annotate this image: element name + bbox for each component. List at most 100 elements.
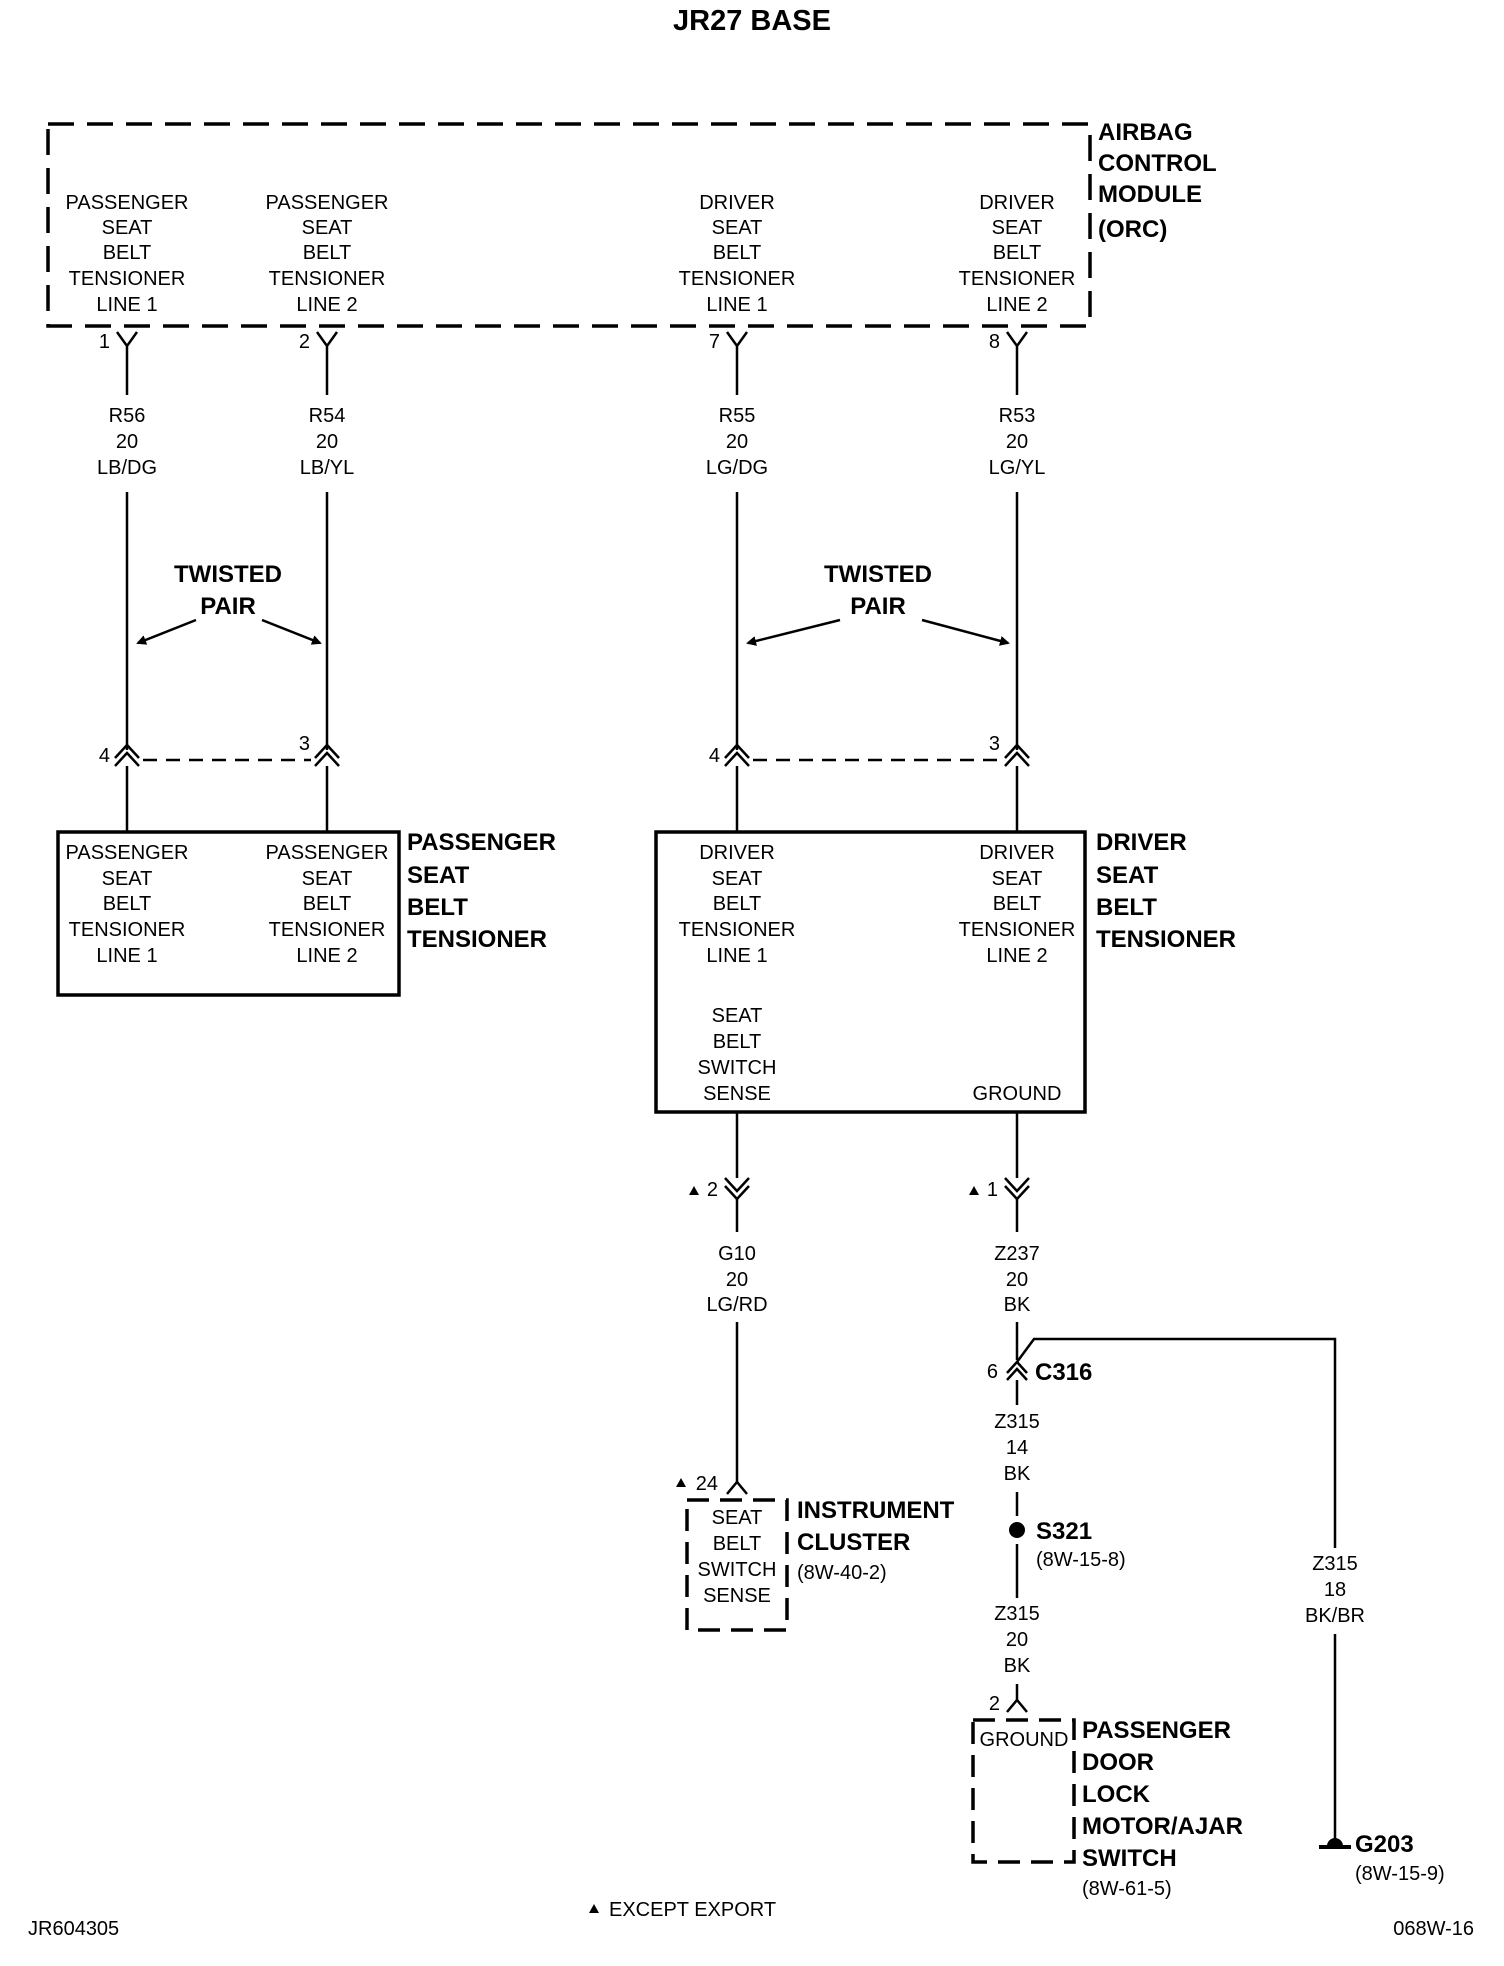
svg-text:2: 2 (299, 331, 310, 353)
footer-page-id: 068W-16 (1393, 1918, 1474, 1940)
instrument-cluster-name: INSTRUMENT CLUSTER (8W-40-2) (797, 1497, 955, 1584)
svg-text:Z237: Z237 (994, 1243, 1040, 1265)
svg-text:4: 4 (99, 745, 110, 767)
svg-text:S321: S321 (1036, 1518, 1092, 1545)
instrument-cluster-pin-24: 24 (676, 1473, 748, 1495)
svg-text:TENSIONER: TENSIONER (69, 919, 186, 941)
svg-text:LINE 2: LINE 2 (296, 294, 357, 316)
svg-text:Z315: Z315 (994, 1603, 1040, 1625)
svg-text:PASSENGER: PASSENGER (66, 842, 189, 864)
svg-text:BELT: BELT (407, 894, 468, 921)
except-export-triangle-icon (589, 1904, 599, 1913)
svg-text:BELT: BELT (713, 893, 762, 915)
diagram-title: JR27 BASE (673, 5, 831, 37)
svg-text:SEAT: SEAT (712, 1005, 763, 1027)
passenger-tensioner-name: PASSENGER SEAT BELT TENSIONER (407, 829, 556, 953)
svg-text:18: 18 (1324, 1579, 1346, 1601)
svg-text:TENSIONER: TENSIONER (407, 926, 547, 953)
svg-text:PAIR: PAIR (850, 593, 906, 620)
svg-text:TENSIONER: TENSIONER (69, 268, 186, 290)
door-lock-name: PASSENGER DOOR LOCK MOTOR/AJAR SWITCH (8… (1082, 1717, 1243, 1900)
svg-text:BELT: BELT (713, 242, 762, 264)
driver-tensioner-terminal-line-2: DRIVER SEAT BELT TENSIONER LINE 2 (959, 842, 1076, 967)
wire-label-z237: Z237 20 BK (994, 1243, 1040, 1316)
svg-text:(8W-15-9): (8W-15-9) (1355, 1863, 1445, 1885)
svg-text:PASSENGER: PASSENGER (407, 829, 556, 856)
ground-g203-icon (1319, 1838, 1351, 1849)
passenger-tensioner-pin-4: 4 (99, 743, 140, 767)
svg-text:CONTROL: CONTROL (1098, 150, 1217, 177)
svg-text:SWITCH: SWITCH (1082, 1845, 1177, 1872)
svg-text:Z315: Z315 (994, 1411, 1040, 1433)
svg-text:2: 2 (989, 1693, 1000, 1715)
svg-text:8: 8 (989, 331, 1000, 353)
orc-terminal-passenger-line-2: PASSENGER SEAT BELT TENSIONER LINE 2 (266, 192, 389, 316)
svg-text:PASSENGER: PASSENGER (266, 842, 389, 864)
svg-text:SEAT: SEAT (302, 868, 353, 890)
svg-text:LINE 2: LINE 2 (986, 945, 1047, 967)
svg-text:TENSIONER: TENSIONER (959, 919, 1076, 941)
except-export-triangle-icon (969, 1186, 979, 1195)
svg-text:SEAT: SEAT (712, 217, 763, 239)
passenger-tensioner-pin-3: 3 (299, 733, 340, 767)
driver-tensioner-terminal-ground: GROUND (973, 1083, 1062, 1105)
twisted-pair-right: TWISTED PAIR (746, 561, 1010, 646)
instrument-cluster-terminal-sense: SEAT BELT SWITCH SENSE (698, 1507, 777, 1607)
wire-label-z315-18: Z315 18 BK/BR (1305, 1553, 1365, 1627)
svg-text:BELT: BELT (993, 242, 1042, 264)
svg-text:SENSE: SENSE (703, 1083, 771, 1105)
svg-text:2: 2 (707, 1179, 718, 1201)
svg-text:PASSENGER: PASSENGER (266, 192, 389, 214)
connector-c316: 6 C316 (987, 1359, 1093, 1386)
wire-label-r55: R55 20 LG/DG (706, 405, 768, 479)
wire-label-r53: R53 20 LG/YL (989, 405, 1046, 479)
svg-text:BK: BK (1004, 1463, 1031, 1485)
wire-label-z315-14: Z315 14 BK (994, 1411, 1040, 1485)
svg-text:LB/DG: LB/DG (97, 457, 157, 479)
svg-text:R56: R56 (109, 405, 146, 427)
wire-label-z315-20: Z315 20 BK (994, 1603, 1040, 1677)
wire-label-r56: R56 20 LB/DG (97, 405, 157, 479)
svg-text:1: 1 (987, 1179, 998, 1201)
svg-text:SEAT: SEAT (302, 217, 353, 239)
svg-text:BELT: BELT (1096, 894, 1157, 921)
svg-text:SEAT: SEAT (1096, 862, 1159, 889)
splice-s321-dot (1009, 1522, 1025, 1538)
door-lock-box (971, 1718, 1076, 1864)
ground-g203: G203 (8W-15-9) (1355, 1831, 1445, 1885)
driver-tensioner-pin-1: 1 (969, 1177, 1030, 1201)
svg-text:20: 20 (116, 431, 138, 453)
driver-tensioner-pin-3: 3 (989, 733, 1030, 767)
orc-pin-2: 2 (299, 331, 339, 360)
svg-text:SEAT: SEAT (992, 217, 1043, 239)
svg-text:(8W-61-5): (8W-61-5) (1082, 1878, 1172, 1900)
svg-text:DRIVER: DRIVER (699, 192, 775, 214)
svg-text:TWISTED: TWISTED (174, 561, 282, 588)
svg-text:TENSIONER: TENSIONER (269, 268, 386, 290)
svg-text:LINE 1: LINE 1 (96, 294, 157, 316)
svg-text:SEAT: SEAT (102, 217, 153, 239)
orc-pin-7: 7 (709, 331, 749, 360)
svg-text:DRIVER: DRIVER (979, 842, 1055, 864)
driver-tensioner-pin-2: 2 (689, 1177, 750, 1201)
svg-text:R55: R55 (719, 405, 756, 427)
svg-text:Z315: Z315 (1312, 1553, 1358, 1575)
svg-text:TENSIONER: TENSIONER (679, 919, 796, 941)
orc-terminal-passenger-line-1: PASSENGER SEAT BELT TENSIONER LINE 1 (66, 192, 189, 316)
svg-text:TENSIONER: TENSIONER (1096, 926, 1236, 953)
door-lock-pin-2: 2 (989, 1693, 1028, 1715)
svg-text:20: 20 (726, 1269, 748, 1291)
orc-module-name: AIRBAG CONTROL MODULE (ORC) (1098, 119, 1217, 243)
svg-text:BELT: BELT (303, 242, 352, 264)
svg-text:TENSIONER: TENSIONER (679, 268, 796, 290)
svg-text:LB/YL: LB/YL (300, 457, 354, 479)
svg-text:SEAT: SEAT (712, 1507, 763, 1529)
svg-text:LINE 1: LINE 1 (96, 945, 157, 967)
svg-text:DRIVER: DRIVER (1096, 829, 1187, 856)
svg-text:R54: R54 (309, 405, 346, 427)
svg-text:BELT: BELT (713, 1533, 762, 1555)
driver-tensioner-pin-4: 4 (709, 743, 750, 767)
svg-text:BELT: BELT (713, 1031, 762, 1053)
svg-text:MODULE: MODULE (1098, 181, 1202, 208)
